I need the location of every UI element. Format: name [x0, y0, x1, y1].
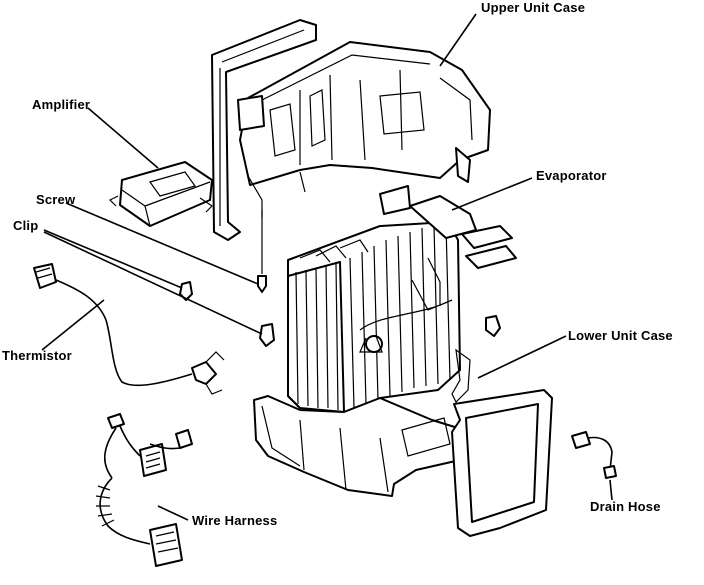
leader-amplifier: [87, 107, 159, 169]
leader-upper-unit-case: [439, 13, 477, 67]
label-upper-unit-case: Upper Unit Case: [481, 0, 586, 15]
clip-lower: [259, 323, 275, 347]
label-lower-unit-case: Lower Unit Case: [568, 328, 673, 343]
leader-screw: [65, 202, 259, 285]
leader-evaporator: [451, 177, 533, 211]
evaporator: [287, 185, 517, 413]
leader-drain-hose: [609, 479, 613, 501]
leader-clip-a: [43, 229, 183, 289]
clip-upper: [179, 281, 193, 301]
lower-seal-frame: [451, 389, 553, 537]
upper-seal-frame: [211, 19, 317, 241]
clip-right: [485, 315, 501, 337]
label-thermistor: Thermistor: [2, 348, 72, 363]
leader-wire-harness: [157, 505, 189, 521]
drain-hose: [571, 431, 617, 479]
label-drain-hose: Drain Hose: [590, 499, 661, 514]
leader-lower-unit-case: [477, 335, 567, 379]
screw: [257, 210, 267, 293]
leader-thermistor: [41, 299, 105, 351]
thermistor: [33, 263, 225, 395]
leader-lines: [41, 13, 613, 521]
label-screw: Screw: [36, 192, 76, 207]
label-amplifier: Amplifier: [32, 97, 91, 112]
label-evaporator: Evaporator: [536, 168, 607, 183]
label-clip: Clip: [13, 218, 39, 233]
lower-unit-case: [253, 348, 471, 497]
wire-harness: [95, 413, 193, 567]
upper-unit-case: [237, 41, 491, 218]
amplifier: [108, 161, 213, 227]
label-wire-harness: Wire Harness: [192, 513, 278, 528]
leader-clip-b: [43, 231, 263, 335]
